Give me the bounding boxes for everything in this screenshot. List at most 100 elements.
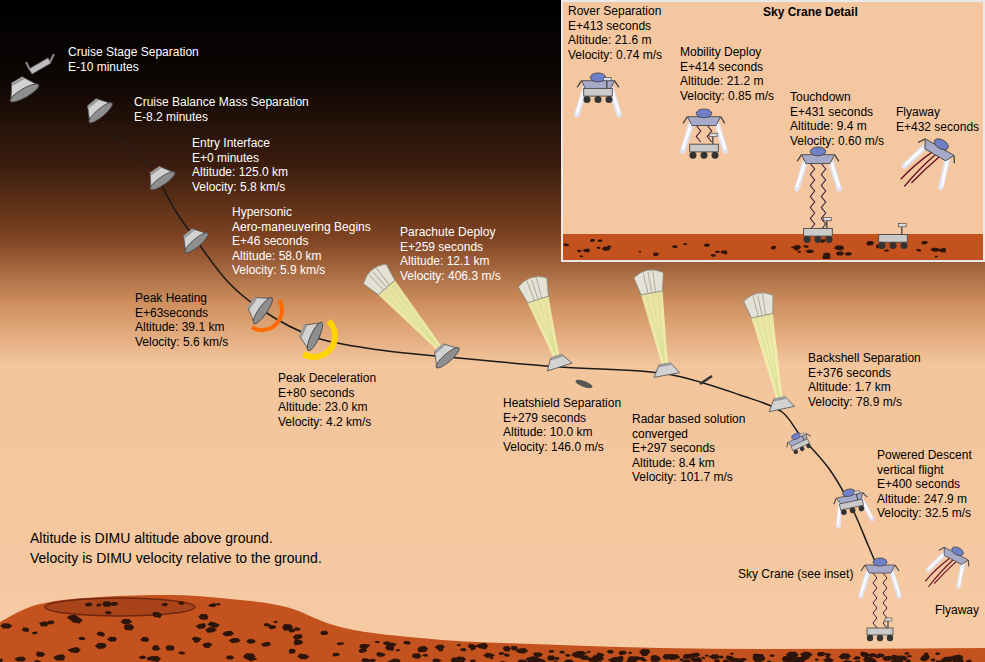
rock <box>801 654 805 656</box>
thruster-plume <box>953 564 969 586</box>
rover-mast <box>826 221 827 229</box>
rock <box>683 243 688 245</box>
rock <box>785 657 799 662</box>
cut-cable <box>904 149 935 192</box>
rover-head <box>824 217 832 220</box>
thruster-plume <box>797 162 805 188</box>
rock <box>711 254 716 257</box>
rock <box>247 639 255 643</box>
rock <box>921 241 928 245</box>
backshell-band <box>11 76 24 85</box>
event-label: Velocity: 5.6 km/s <box>135 335 228 350</box>
canopy <box>517 273 553 304</box>
stage-dome <box>810 147 825 156</box>
inset-event-label: Velocity: 0.74 m/s <box>568 48 662 63</box>
rock <box>793 245 802 250</box>
stage-dome <box>932 137 950 152</box>
rock <box>825 656 830 658</box>
backshell-band <box>434 343 445 353</box>
rock <box>0 658 3 662</box>
rock <box>387 660 394 662</box>
rock <box>320 631 329 635</box>
footnote: Altitude is DIMU altitude above ground. <box>30 529 273 547</box>
rock <box>815 658 819 661</box>
panel-heading: Sky Crane Detail <box>763 5 858 19</box>
rock <box>898 656 907 661</box>
rover-body <box>867 628 893 635</box>
rock <box>795 248 799 250</box>
descent-stage <box>861 558 899 641</box>
rock <box>791 247 794 249</box>
riser-line <box>652 292 671 364</box>
canopy-stripe <box>643 273 648 294</box>
rock <box>565 654 571 657</box>
rock <box>417 646 428 652</box>
rock <box>36 651 46 656</box>
event-label: Velocity: 101.7 m/s <box>632 470 733 485</box>
canopy-stripe <box>373 272 387 288</box>
rock <box>845 252 853 256</box>
riser-line <box>756 316 779 400</box>
thruster-plume-core <box>954 564 969 585</box>
event-label: E+46 seconds <box>232 234 308 249</box>
rock <box>376 652 386 657</box>
event-label: vertical flight <box>877 463 944 478</box>
rock <box>95 643 107 649</box>
rock <box>720 250 727 254</box>
inset-event-label: Flyaway <box>896 105 940 120</box>
rock <box>53 654 65 660</box>
cut-cable <box>928 556 952 591</box>
rock <box>396 649 401 651</box>
event-label: Peak Heating <box>135 291 207 306</box>
event-label: E-8.2 minutes <box>134 110 208 125</box>
rock <box>582 248 590 252</box>
entry-capsule <box>427 337 461 370</box>
rock <box>517 660 529 662</box>
event-label: Altitude: 12.1 km <box>400 254 489 269</box>
thruster-plume-core <box>861 572 868 594</box>
rock <box>842 660 853 662</box>
rock <box>152 647 161 651</box>
rock <box>559 651 565 654</box>
rock <box>741 658 747 661</box>
thruster-plume <box>831 162 839 188</box>
rover-body <box>879 235 908 243</box>
rock <box>198 614 208 620</box>
rover-head <box>899 224 907 227</box>
figure-label: Sky Crane (see inset) <box>738 567 853 582</box>
rover-head <box>799 433 804 437</box>
rock <box>14 657 26 662</box>
rock <box>930 659 936 662</box>
rock <box>208 603 217 607</box>
canopy-stripe <box>753 296 759 317</box>
event-label: Velocity: 5.9 km/s <box>232 263 325 278</box>
rock <box>499 661 505 662</box>
event-label: Velocity: 4.2 km/s <box>278 415 371 430</box>
rock <box>191 637 201 642</box>
rock <box>263 623 271 626</box>
backshell-band <box>550 354 562 361</box>
descent-stage <box>797 147 839 243</box>
solar-panel <box>26 54 54 70</box>
riser-line <box>382 288 439 352</box>
rock <box>78 637 86 641</box>
event-label: E+80 seconds <box>278 386 354 401</box>
event-label: Aero-maneuvering Begins <box>232 220 371 235</box>
rock <box>0 623 12 628</box>
rock <box>704 244 711 247</box>
rock <box>19 658 25 661</box>
rock <box>246 639 256 643</box>
rock <box>836 251 845 255</box>
riser-line <box>387 284 444 348</box>
entry-capsule <box>242 289 276 326</box>
rock <box>590 239 596 242</box>
rover-wheel <box>583 96 590 103</box>
rover <box>583 77 612 103</box>
thruster-plume-core <box>831 162 839 186</box>
rover <box>803 217 832 243</box>
event-label: E+63seconds <box>135 306 208 321</box>
rock <box>938 248 946 253</box>
rock <box>207 622 220 628</box>
rock <box>282 624 293 631</box>
rock <box>202 642 213 647</box>
